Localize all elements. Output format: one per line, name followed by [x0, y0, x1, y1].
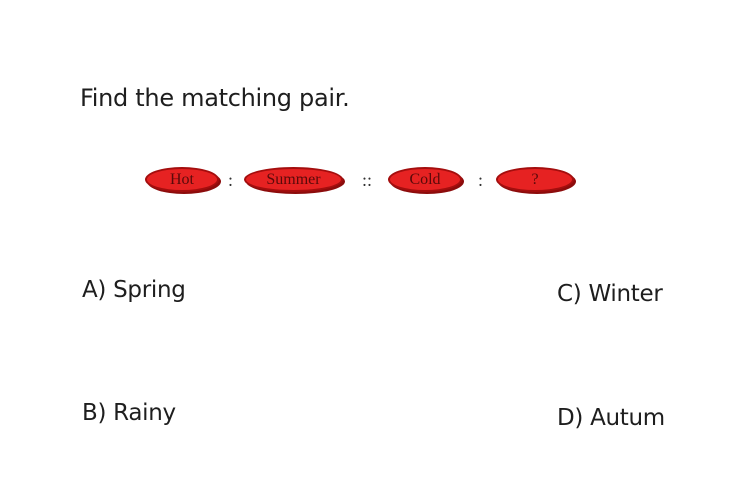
- question-text: Find the matching pair.: [80, 84, 350, 112]
- analogy-term-hot: Hot: [145, 167, 219, 192]
- analogy-term-cold: Cold: [388, 167, 462, 192]
- analogy-separator-single: :: [228, 170, 234, 190]
- analogy-separator-double: ::: [362, 170, 373, 190]
- option-a[interactable]: A) Spring: [82, 277, 186, 303]
- option-d[interactable]: D) Autum: [557, 405, 665, 431]
- analogy-separator-single-2: :: [478, 170, 484, 190]
- option-c[interactable]: C) Winter: [557, 281, 663, 307]
- option-b[interactable]: B) Rainy: [82, 400, 176, 426]
- analogy-term-summer: Summer: [244, 167, 343, 192]
- analogy-term-unknown: ?: [496, 167, 574, 192]
